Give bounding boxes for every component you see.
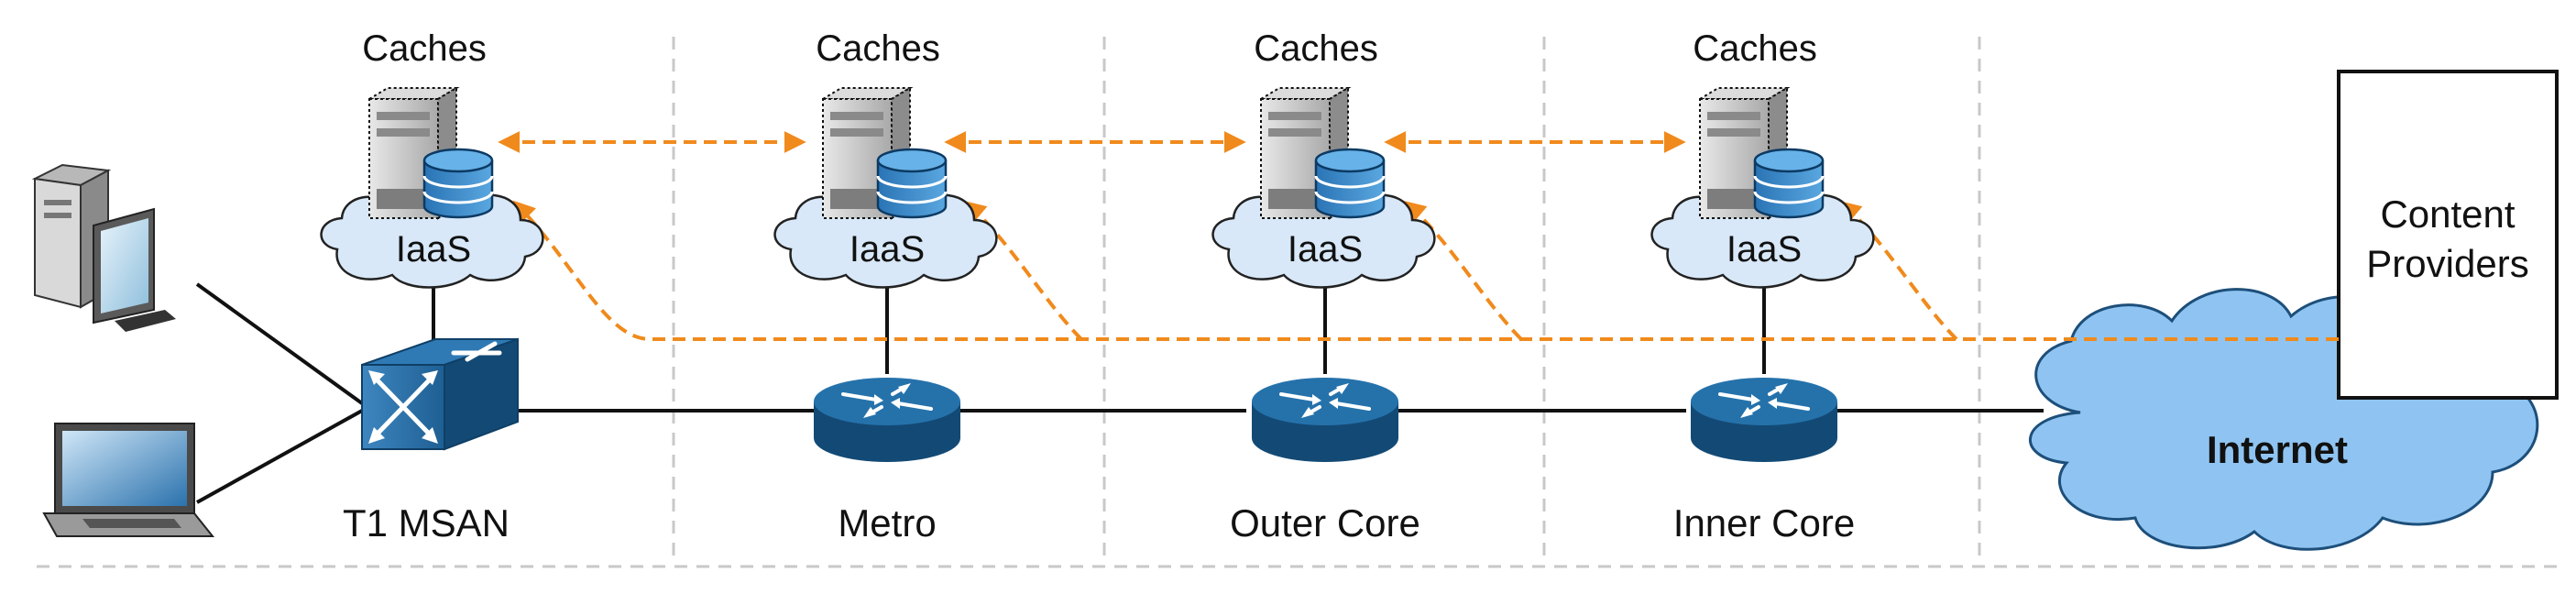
cache-stack-metro: IaaS Caches [773,28,998,289]
content-providers-line1: Content [2380,192,2515,236]
provider-link-outer [1403,200,1523,341]
server-icon [1696,86,1791,220]
internet-label: Internet [2207,428,2348,471]
caption-t1-msan: T1 MSAN [343,501,510,544]
database-icon [1753,148,1825,219]
iaas-label-inner-core: IaaS [1726,229,1802,270]
iaas-label-metro: IaaS [850,229,925,270]
router-icon-outer-core [1252,378,1398,462]
caches-label-msan: Caches [362,28,487,69]
switch-icon [361,337,519,451]
router-icon-inner-core [1691,378,1837,462]
caches-label-metro: Caches [816,28,940,69]
backbone-links [195,282,2044,504]
caches-label-inner-core: Caches [1693,28,1817,69]
database-icon [876,148,948,219]
provider-link-metro [963,200,1083,341]
cache-links [498,131,2339,341]
cache-stack-outer-core: IaaS Caches [1211,28,1436,289]
content-providers-box: Content Providers [2337,70,2559,400]
provider-link-inner [1838,200,1958,341]
stage-dividers [37,37,2557,568]
iaas-label-outer-core: IaaS [1288,229,1363,270]
database-icon [422,148,494,219]
stage-captions: T1 MSAN Metro Outer Core Inner Core [343,501,1855,544]
caption-inner-core: Inner Core [1673,501,1855,544]
cache-stack-inner-core: IaaS Caches [1650,28,1875,289]
caption-metro: Metro [838,501,936,544]
iaas-label-msan: IaaS [396,229,471,270]
router-icon-metro [814,378,960,462]
provider-link-msan [512,200,2339,341]
caches-label-outer-core: Caches [1254,28,1378,69]
content-providers-line2: Providers [2366,242,2528,285]
database-icon [1314,148,1386,219]
laptop-icon [42,423,215,537]
desktop-computer-icon [31,163,176,332]
caption-outer-core: Outer Core [1230,501,1420,544]
cache-stack-msan: IaaS Caches [320,28,544,289]
